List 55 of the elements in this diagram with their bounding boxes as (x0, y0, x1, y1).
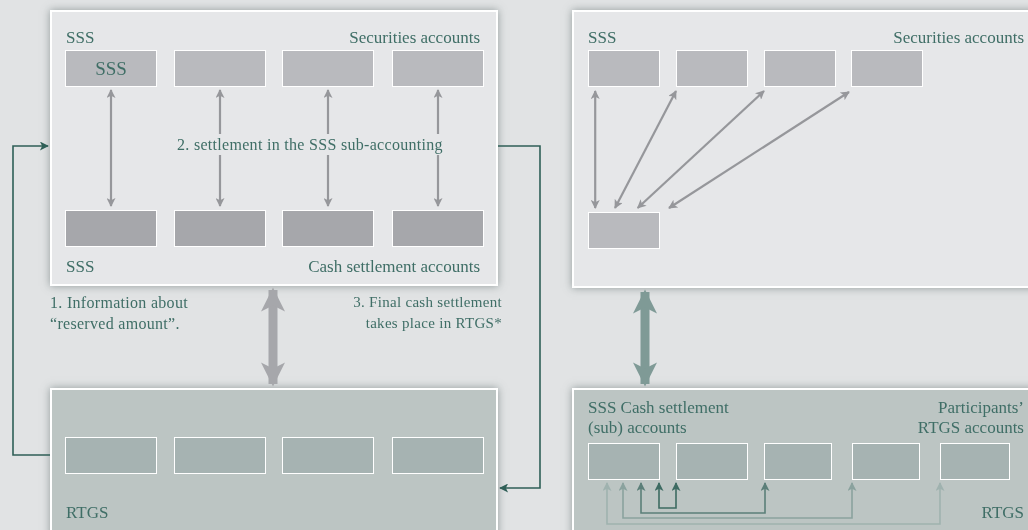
account-box (392, 437, 484, 474)
arrow (614, 90, 677, 209)
panel-label: SSS (66, 28, 95, 48)
panel-label: SSS Cash settlement (sub) accounts (588, 398, 730, 438)
arrow (618, 482, 857, 519)
account-panel (572, 10, 1028, 288)
arrow (636, 90, 765, 209)
arrow (12, 141, 51, 456)
account-box (588, 443, 660, 480)
account-box (282, 437, 374, 474)
edge-label: 1. Information about “reserved amount”. (50, 293, 189, 334)
account-box (588, 212, 660, 249)
edge-label: 3. Final cash settlement takes place in RTGS* (352, 293, 502, 333)
account-box: SSS (65, 50, 157, 87)
arrow (323, 89, 333, 207)
account-panel (50, 10, 498, 286)
step-label: 2. settlement in the SSS sub-accounting (175, 134, 445, 155)
account-box (65, 210, 157, 247)
account-box (392, 210, 484, 247)
arrow (261, 287, 285, 387)
arrow (590, 90, 600, 209)
account-box (940, 443, 1010, 480)
arrow (636, 482, 770, 514)
panel-label: Securities accounts (349, 28, 480, 48)
account-box (174, 437, 266, 474)
account-box (852, 443, 920, 480)
panel-label: RTGS (981, 503, 1024, 523)
account-panel (572, 388, 1028, 530)
panel-label: Securities accounts (893, 28, 1024, 48)
arrow (602, 482, 945, 525)
panel-label: RTGS (66, 503, 109, 523)
account-box (851, 50, 923, 87)
account-box (588, 50, 660, 87)
panel-label: Participants’ RTGS accounts (916, 398, 1024, 438)
arrow (497, 145, 541, 493)
arrow (633, 289, 657, 387)
account-box (282, 50, 374, 87)
panel-label: Cash settlement accounts (308, 257, 480, 277)
panel-label: SSS (588, 28, 617, 48)
arrow (668, 91, 850, 209)
account-box (65, 437, 157, 474)
arrow (215, 89, 225, 207)
account-box (392, 50, 484, 87)
account-box (676, 50, 748, 87)
account-panel (50, 388, 498, 530)
account-box (174, 50, 266, 87)
arrow (654, 482, 681, 509)
panel-label: SSS (66, 257, 95, 277)
arrow (433, 89, 443, 207)
account-box (764, 443, 832, 480)
account-box (174, 210, 266, 247)
account-box (764, 50, 836, 87)
arrow (106, 89, 116, 207)
account-box (676, 443, 748, 480)
account-box (282, 210, 374, 247)
